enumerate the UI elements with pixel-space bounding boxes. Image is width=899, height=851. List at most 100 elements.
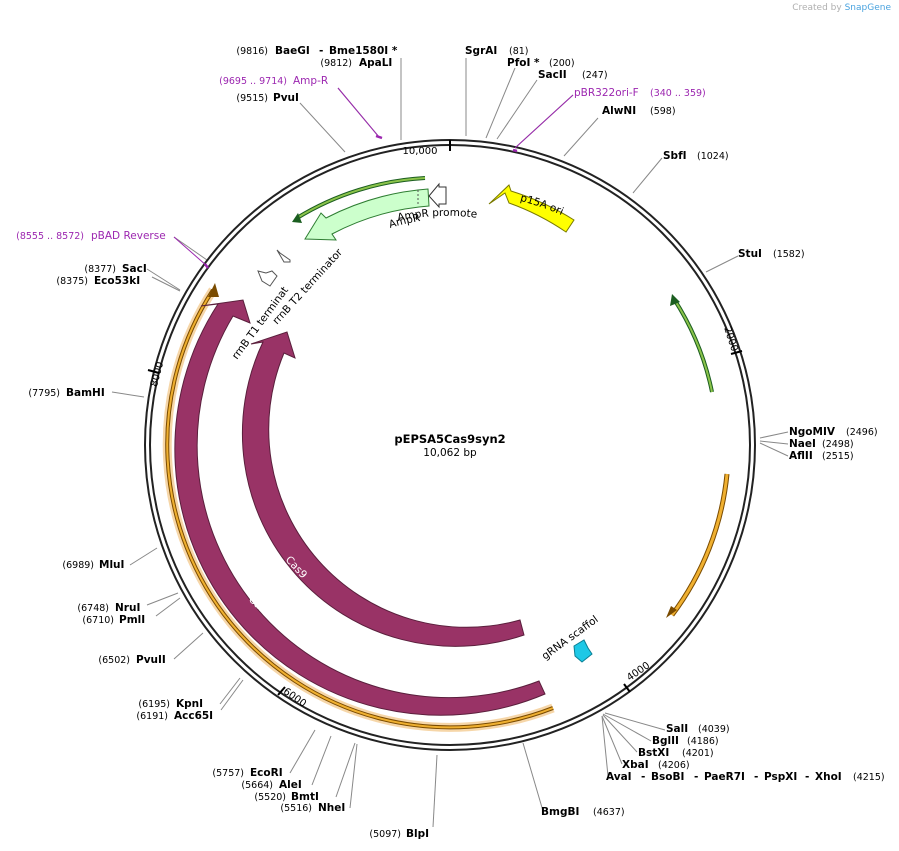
p15a-ori-feature[interactable] <box>488 184 575 233</box>
site-name-blpi[interactable]: BlpI <box>406 828 429 840</box>
site-pos-bglii: (4186) <box>687 736 719 747</box>
site-name-baegi[interactable]: BaeGI <box>275 45 310 57</box>
site-pos-nrui: (6748) <box>77 603 109 614</box>
right-orange-arrowhead <box>666 606 677 618</box>
right-orange-arc <box>670 473 730 617</box>
site-name-bsobi[interactable]: BsoBI <box>651 771 684 783</box>
cas9-outer-feature[interactable] <box>174 299 546 716</box>
site-name-bstxi[interactable]: BstXI <box>638 747 669 759</box>
snapgene-credit: Created by SnapGene <box>792 3 891 13</box>
site-name-saci[interactable]: SacI <box>122 263 147 275</box>
site-pos-pvui: (9515) <box>236 93 268 104</box>
site-name-bglii[interactable]: BglII <box>652 735 679 747</box>
site-pos-alwni: (598) <box>650 106 676 117</box>
credit-prefix: Created by <box>792 3 842 13</box>
site-pos-pvuii: (6502) <box>98 655 130 666</box>
site-pos-pmli: (6710) <box>82 615 114 626</box>
site-leader-lines <box>111 58 789 828</box>
site-dash-paer7i: - <box>694 771 698 783</box>
site-name-xhoi[interactable]: XhoI <box>815 771 842 783</box>
right-orange-arc-highlight <box>670 473 729 616</box>
primer-labels: (9695 .. 9714) Amp-R pBR322ori-F (340 ..… <box>16 75 706 242</box>
site-name-kpni[interactable]: KpnI <box>176 698 203 710</box>
cas9-inner-feature[interactable] <box>241 331 525 647</box>
site-name-ngomiv[interactable]: NgoMIV <box>789 426 836 438</box>
site-name-xbai[interactable]: XbaI <box>622 759 649 771</box>
left-orange-arc <box>165 288 554 730</box>
ampr-promoter-feature[interactable] <box>428 182 447 209</box>
right-green-arrowhead <box>670 294 680 306</box>
site-pos-nhei: (5516) <box>280 803 312 814</box>
site-pos-apali: (9812) <box>320 58 352 69</box>
site-pos-sbfi: (1024) <box>697 151 729 162</box>
site-name-eco53ki[interactable]: Eco53kI <box>94 275 140 287</box>
site-pos-acc65i: (6191) <box>136 711 168 722</box>
site-pos-baegi: (9816) <box>236 46 268 57</box>
site-pos-bmgbi: (4637) <box>593 807 625 818</box>
left-orange-arc-glow <box>162 287 555 732</box>
site-name-alwni[interactable]: AlwNI <box>602 105 636 117</box>
site-name-sacii[interactable]: SacII <box>538 69 567 81</box>
site-pos-ngomiv: (2496) <box>846 427 878 438</box>
primer-pos-pbr322ori-f: (340 .. 359) <box>650 88 706 99</box>
site-name-bamhi[interactable]: BamHI <box>66 387 105 399</box>
site-name-pfoi[interactable]: PfoI * <box>507 57 540 69</box>
ampr-track-arrowhead <box>292 213 302 223</box>
plasmid-name: pEPSA5Cas9syn2 <box>394 432 505 446</box>
site-name-sgrai[interactable]: SgrAI <box>465 45 497 57</box>
site-name-bme1580i[interactable]: Bme1580I * <box>329 45 398 57</box>
site-name-pspxi[interactable]: PspXI <box>764 771 797 783</box>
right-green-arc <box>672 297 714 393</box>
site-name-sbfi[interactable]: SbfI <box>663 150 687 162</box>
site-name-aflii[interactable]: AflII <box>789 450 813 462</box>
site-name-pvui[interactable]: PvuI <box>273 92 299 104</box>
site-name-apali[interactable]: ApaLI <box>359 57 392 69</box>
site-name-acc65i[interactable]: Acc65I <box>174 710 213 722</box>
site-pos-eco53ki: (8375) <box>56 276 88 287</box>
site-pos-bmti: (5520) <box>254 792 286 803</box>
tick-label-4000: 4000 <box>625 660 652 684</box>
site-pos-sacii: (247) <box>582 70 608 81</box>
site-name-naei[interactable]: NaeI <box>789 438 816 450</box>
site-dash-pspxi: - <box>754 771 758 783</box>
ruler-ticks <box>147 140 743 696</box>
site-name-avai[interactable]: AvaI <box>606 771 632 783</box>
site-pos-saci: (8377) <box>84 264 116 275</box>
site-name-ecori[interactable]: EcoRI <box>250 767 283 779</box>
site-pos-xbai: (4206) <box>658 760 690 771</box>
right-green-arc-highlight <box>673 298 713 393</box>
grna-scaffold-feature[interactable] <box>573 639 593 663</box>
site-name-alei[interactable]: AleI <box>279 779 302 791</box>
site-name-sali[interactable]: SalI <box>666 723 688 735</box>
label-ampr-promoter: AmpR promoter <box>0 0 478 224</box>
primer-name-pbr322ori-f[interactable]: pBR322ori-F <box>574 87 639 99</box>
site-name-pmli[interactable]: PmlI <box>119 614 145 626</box>
site-name-pvuii[interactable]: PvuII <box>136 654 166 666</box>
label-ampr: AmpR <box>387 212 421 231</box>
rrnb-t2-terminator-feature[interactable] <box>276 249 291 263</box>
left-orange-arrowhead <box>208 283 219 297</box>
site-pos-blpi: (5097) <box>369 829 401 840</box>
site-name-nrui[interactable]: NruI <box>115 602 140 614</box>
site-name-bmgbi[interactable]: BmgBI <box>541 806 579 818</box>
ampr-feature[interactable] <box>304 188 430 241</box>
site-pos-pfoi: (200) <box>549 58 575 69</box>
site-name-bmti[interactable]: BmtI <box>291 791 319 803</box>
ampr-track-highlight <box>296 177 426 219</box>
primer-name-pbad-reverse[interactable]: pBAD Reverse <box>91 230 166 242</box>
site-pos-alei: (5664) <box>241 780 273 791</box>
site-name-paer7i[interactable]: PaeR7I <box>704 771 745 783</box>
site-dash-xhoi: - <box>805 771 809 783</box>
restriction-site-labels: (9816) BaeGI - Bme1580I * (9812) ApaLI (… <box>28 45 884 840</box>
site-name-nhei[interactable]: NheI <box>318 802 345 814</box>
primer-pos-amp-r: (9695 .. 9714) <box>219 76 287 87</box>
site-pos-bamhi: (7795) <box>28 388 60 399</box>
site-dash-bsobi: - <box>641 771 645 783</box>
site-name-mlui[interactable]: MluI <box>99 559 124 571</box>
site-name-stui[interactable]: StuI <box>738 248 762 260</box>
snapgene-brand: SnapGene <box>844 3 891 13</box>
rrnb-t1-terminator-feature[interactable] <box>257 270 278 287</box>
site-pos-sgrai: (81) <box>509 46 529 57</box>
primer-name-amp-r[interactable]: Amp-R <box>293 75 328 87</box>
